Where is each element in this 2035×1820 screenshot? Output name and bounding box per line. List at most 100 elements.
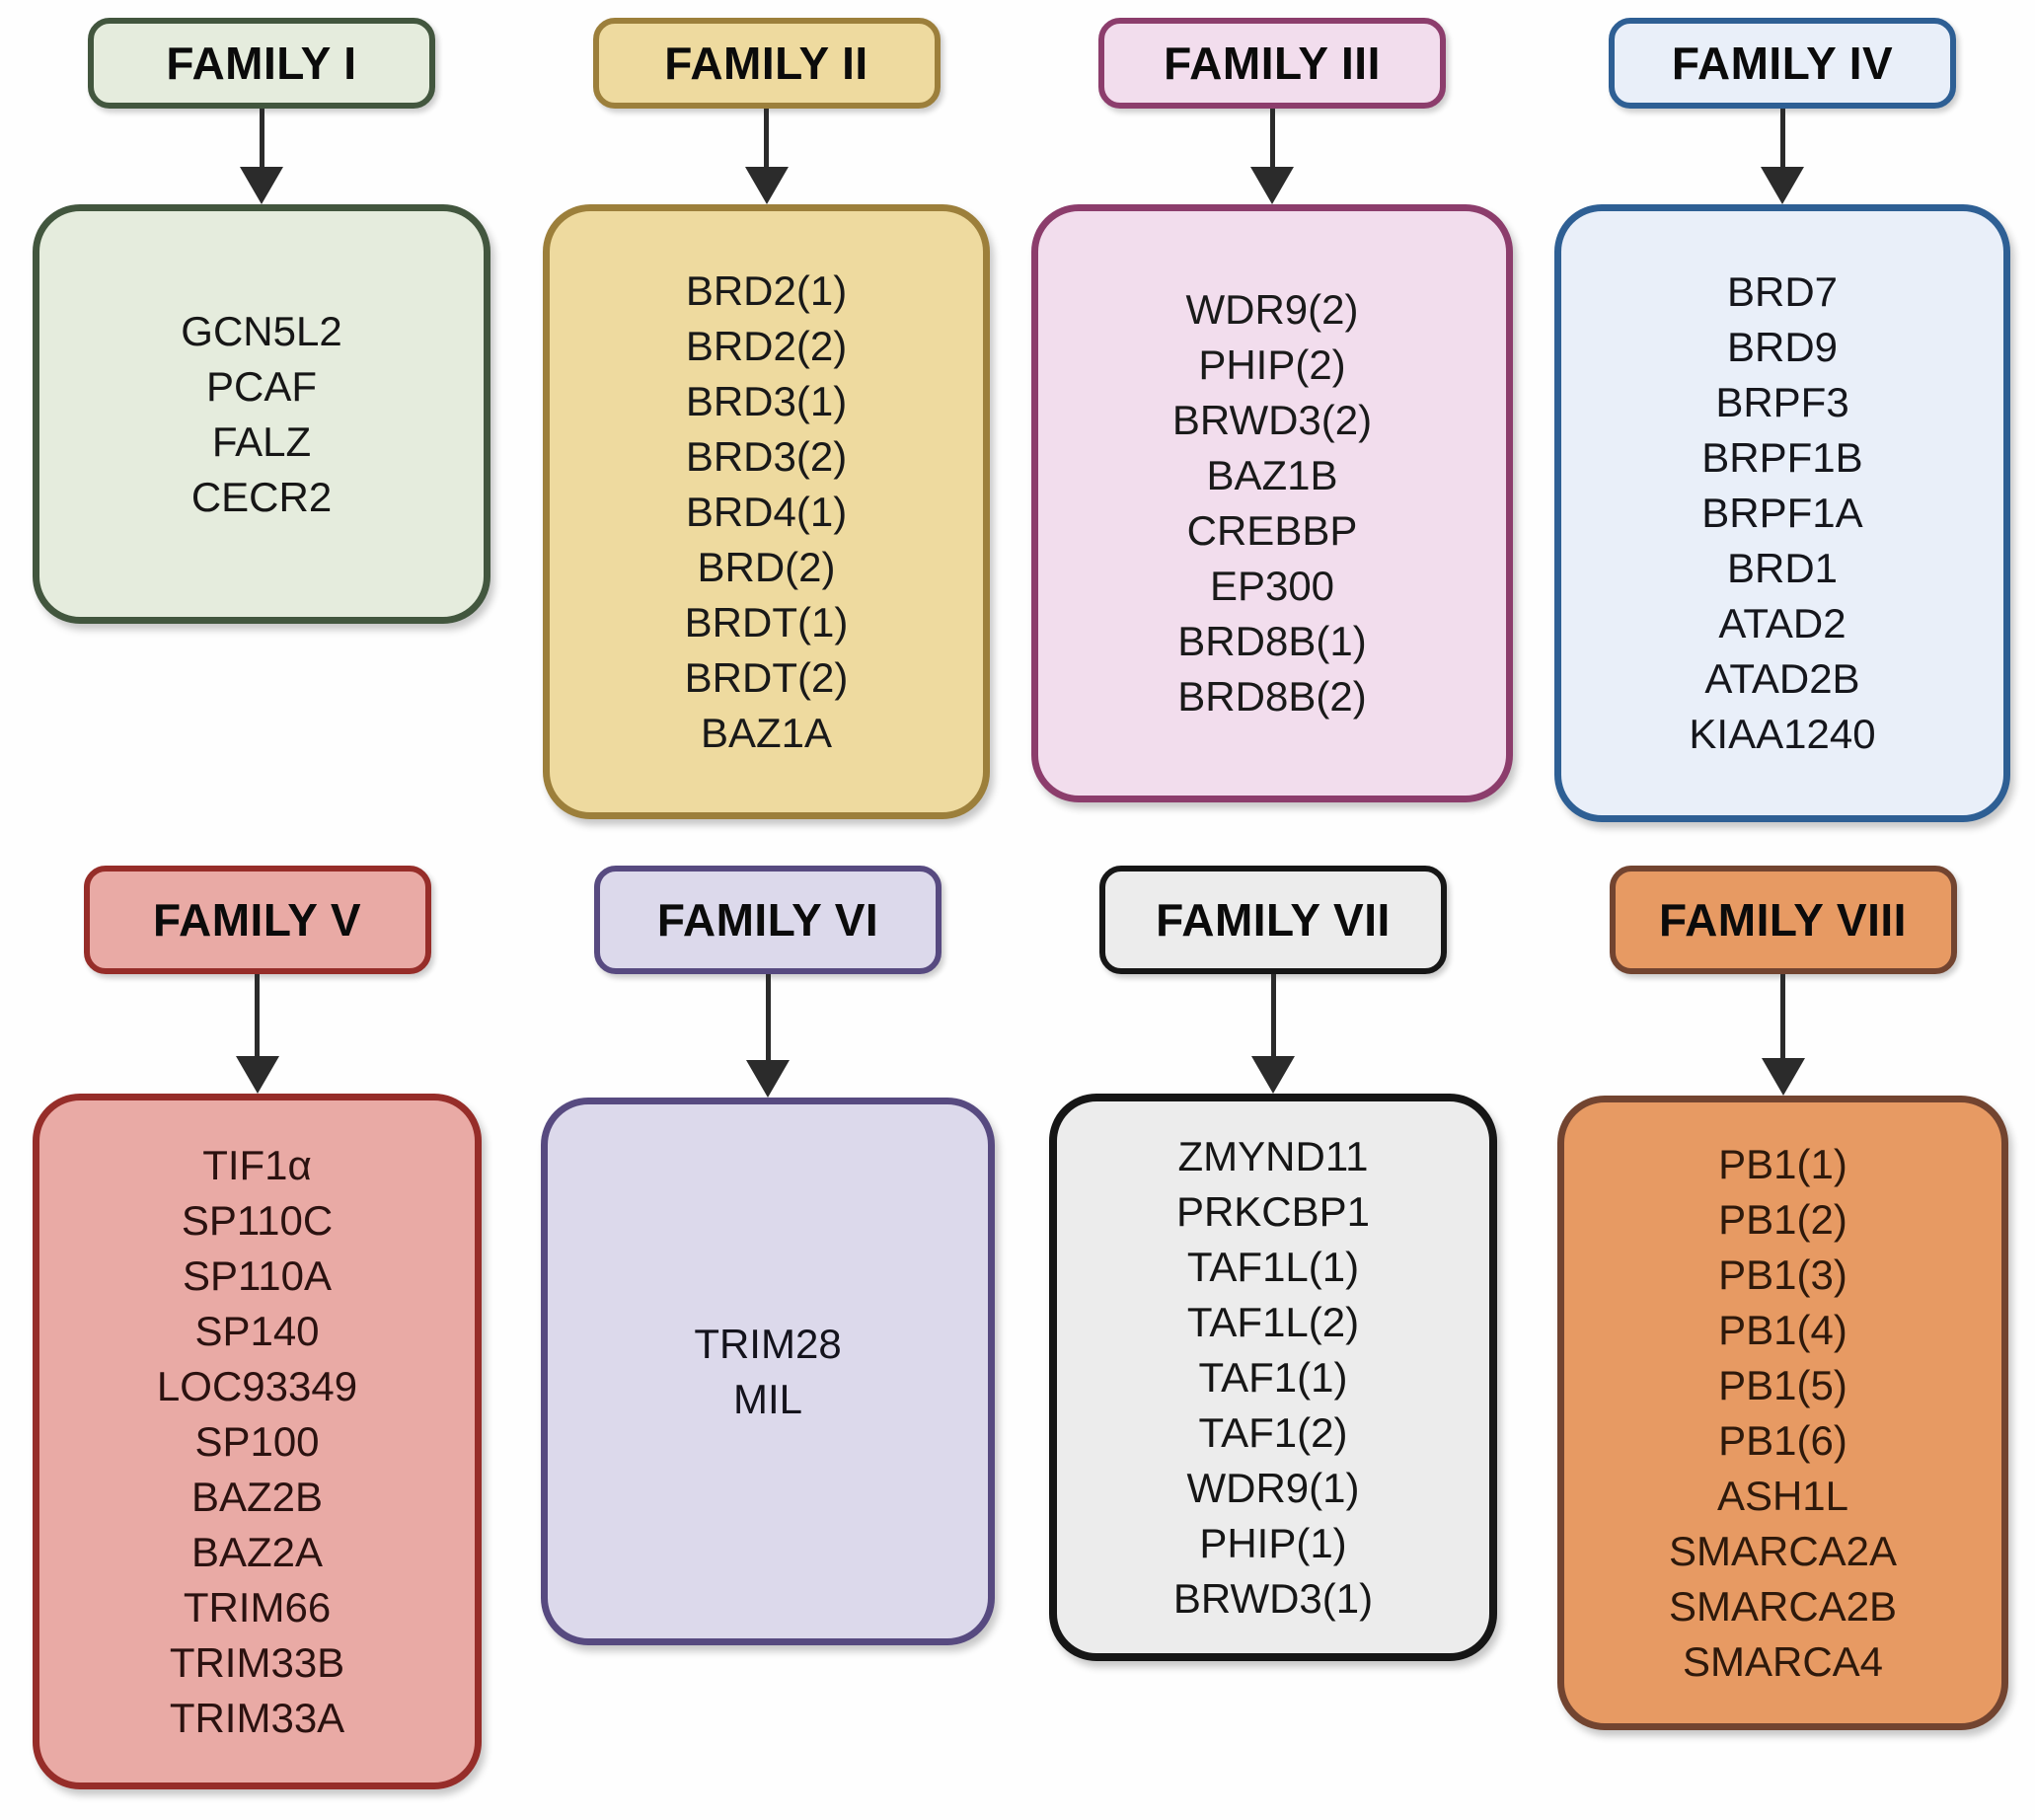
member-label: TIF1α	[202, 1141, 312, 1188]
family-ii-member-list: BRD2(1)BRD2(2)BRD3(1)BRD3(2)BRD4(1)BRD(2…	[543, 204, 990, 819]
down-arrow-icon	[1761, 109, 1804, 204]
family-iii-header: FAMILY III	[1098, 18, 1446, 109]
member-label: WDR9(2)	[1185, 286, 1359, 333]
member-label: BRWD3(1)	[1172, 1574, 1374, 1622]
member-label: BRD7	[1726, 268, 1839, 315]
family-viii-header-label: FAMILY VIII	[1659, 894, 1907, 946]
member-label: BAZ1A	[700, 709, 833, 756]
member-label: BRDT(1)	[684, 598, 849, 645]
member-label: GCN5L2	[181, 307, 342, 354]
family-ii-header-label: FAMILY II	[664, 38, 868, 89]
down-arrow-icon	[1250, 109, 1294, 204]
down-arrow-icon	[235, 974, 279, 1094]
member-label: SMARCA2A	[1668, 1527, 1898, 1574]
member-label: TAF1(2)	[1198, 1408, 1348, 1456]
arrow-shaft	[1779, 109, 1785, 167]
member-label: BRD4(1)	[685, 488, 848, 535]
arrow-shaft	[1269, 109, 1275, 167]
member-label: SP140	[194, 1307, 320, 1354]
member-label: BRD3(2)	[685, 432, 848, 480]
member-label: BRD2(2)	[685, 322, 848, 369]
member-label: SP100	[194, 1417, 320, 1465]
member-label: BRWD3(2)	[1171, 397, 1373, 443]
member-label: PB1(3)	[1718, 1251, 1847, 1298]
family-ii-header: FAMILY II	[592, 18, 941, 109]
member-label: PB1(6)	[1718, 1416, 1847, 1464]
family-viii-member-list: PB1(1)PB1(2)PB1(3)PB1(4)PB1(5)PB1(6)ASH1…	[1557, 1096, 2008, 1730]
arrow-shaft	[1780, 974, 1785, 1058]
member-label: BAZ1B	[1206, 452, 1338, 498]
arrow-shaft	[765, 974, 771, 1060]
member-label: LOC93349	[156, 1362, 358, 1409]
member-label: BRD9	[1726, 324, 1839, 370]
member-label: FALZ	[211, 417, 312, 465]
member-label: BAZ2A	[190, 1528, 324, 1575]
arrow-head	[746, 1060, 790, 1098]
arrow-head	[240, 167, 283, 204]
member-label: PB1(4)	[1718, 1306, 1847, 1353]
arrow-head	[235, 1056, 279, 1094]
member-label: BRD8B(2)	[1177, 673, 1367, 720]
family-viii-header: FAMILY VIII	[1609, 866, 1957, 974]
member-label: BRD8B(1)	[1177, 618, 1367, 664]
member-label: TRIM28	[694, 1320, 842, 1367]
member-label: ATAD2B	[1704, 655, 1860, 702]
arrow-shaft	[1270, 974, 1276, 1056]
member-label: TAF1(1)	[1198, 1353, 1348, 1401]
arrow-head	[744, 167, 789, 204]
member-label: MIL	[732, 1375, 802, 1422]
member-label: ASH1L	[1716, 1472, 1849, 1519]
member-label: BRD3(1)	[685, 377, 848, 424]
member-label: ATAD2	[1718, 600, 1847, 646]
family-i-header: FAMILY I	[88, 18, 435, 109]
family-iv-header-label: FAMILY IV	[1671, 38, 1894, 89]
member-label: TRIM33B	[169, 1638, 345, 1686]
member-label: BRD1	[1726, 545, 1839, 591]
arrow-shaft	[259, 109, 264, 167]
member-label: BRPF3	[1715, 379, 1849, 425]
member-label: SP110A	[183, 1251, 332, 1299]
member-label: PB1(1)	[1718, 1140, 1847, 1187]
family-i-header-label: FAMILY I	[166, 38, 357, 89]
arrow-head	[1761, 167, 1804, 204]
family-vi-header: FAMILY VI	[594, 866, 942, 974]
member-label: PHIP(1)	[1199, 1519, 1347, 1566]
family-v-header-label: FAMILY V	[152, 894, 362, 946]
family-vii-header: FAMILY VII	[1099, 866, 1447, 974]
family-vii-header-label: FAMILY VII	[1156, 894, 1391, 946]
down-arrow-icon	[240, 109, 283, 204]
family-ii-group: FAMILY II BRD2(1)BRD2(2)BRD3(1)BRD3(2)BR…	[543, 18, 990, 819]
arrow-head	[1761, 1058, 1805, 1096]
member-label: PCAF	[205, 362, 317, 410]
member-label: TAF1L(2)	[1186, 1298, 1360, 1345]
member-label: CECR2	[190, 473, 333, 520]
member-label: BRDT(2)	[684, 653, 849, 701]
member-label: BRPF1B	[1701, 434, 1863, 481]
member-label: KIAA1240	[1689, 711, 1876, 757]
member-label: SMARCA4	[1682, 1637, 1884, 1685]
arrow-head	[1250, 167, 1294, 204]
family-iv-header: FAMILY IV	[1609, 18, 1956, 109]
member-label: TAF1L(1)	[1186, 1243, 1360, 1290]
member-label: TRIM33A	[169, 1694, 345, 1741]
member-label: BAZ2B	[190, 1473, 324, 1520]
family-vi-header-label: FAMILY VI	[656, 894, 879, 946]
member-label: BRD(2)	[697, 543, 836, 590]
member-label: PB1(5)	[1718, 1361, 1847, 1408]
arrow-head	[1251, 1056, 1295, 1094]
down-arrow-icon	[1761, 974, 1805, 1096]
member-label: PHIP(2)	[1198, 341, 1346, 388]
member-label: PRKCBP1	[1175, 1187, 1371, 1235]
